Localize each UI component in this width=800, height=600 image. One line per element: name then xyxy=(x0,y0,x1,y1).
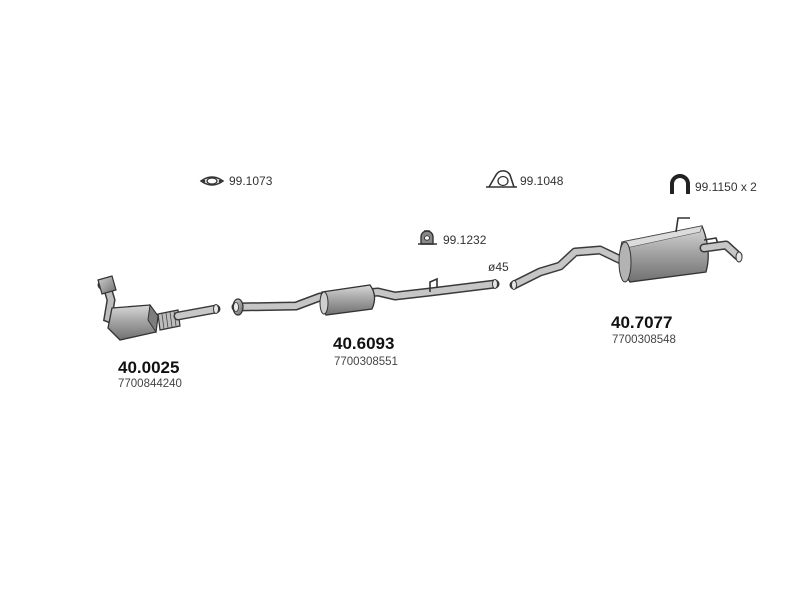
rubber-mount-code: 99.1232 xyxy=(443,233,487,247)
catalytic-converter-part[interactable] xyxy=(97,275,221,341)
hanger-code: 99.1150 x 2 xyxy=(695,180,757,194)
center-silencer-part[interactable] xyxy=(231,277,500,316)
gasket-code: 99.1073 xyxy=(229,174,273,188)
rear-silencer-part[interactable] xyxy=(509,217,743,290)
clamp-code: 99.1048 xyxy=(520,174,564,188)
rear-silencer-oem: 7700308548 xyxy=(612,334,676,346)
center-silencer-oem: 7700308551 xyxy=(334,356,398,368)
center-silencer-number: 40.6093 xyxy=(333,334,395,353)
rubber-mount-icon[interactable] xyxy=(418,230,437,245)
clamp-icon[interactable] xyxy=(486,170,517,188)
catalytic-converter-number: 40.0025 xyxy=(118,358,180,377)
catalytic-converter-oem: 7700844240 xyxy=(118,378,182,390)
rear-silencer-number: 40.7077 xyxy=(611,313,673,332)
pipe-diameter: ø45 xyxy=(488,260,509,274)
hanger-icon[interactable] xyxy=(670,174,690,194)
gasket-icon[interactable] xyxy=(199,176,225,186)
